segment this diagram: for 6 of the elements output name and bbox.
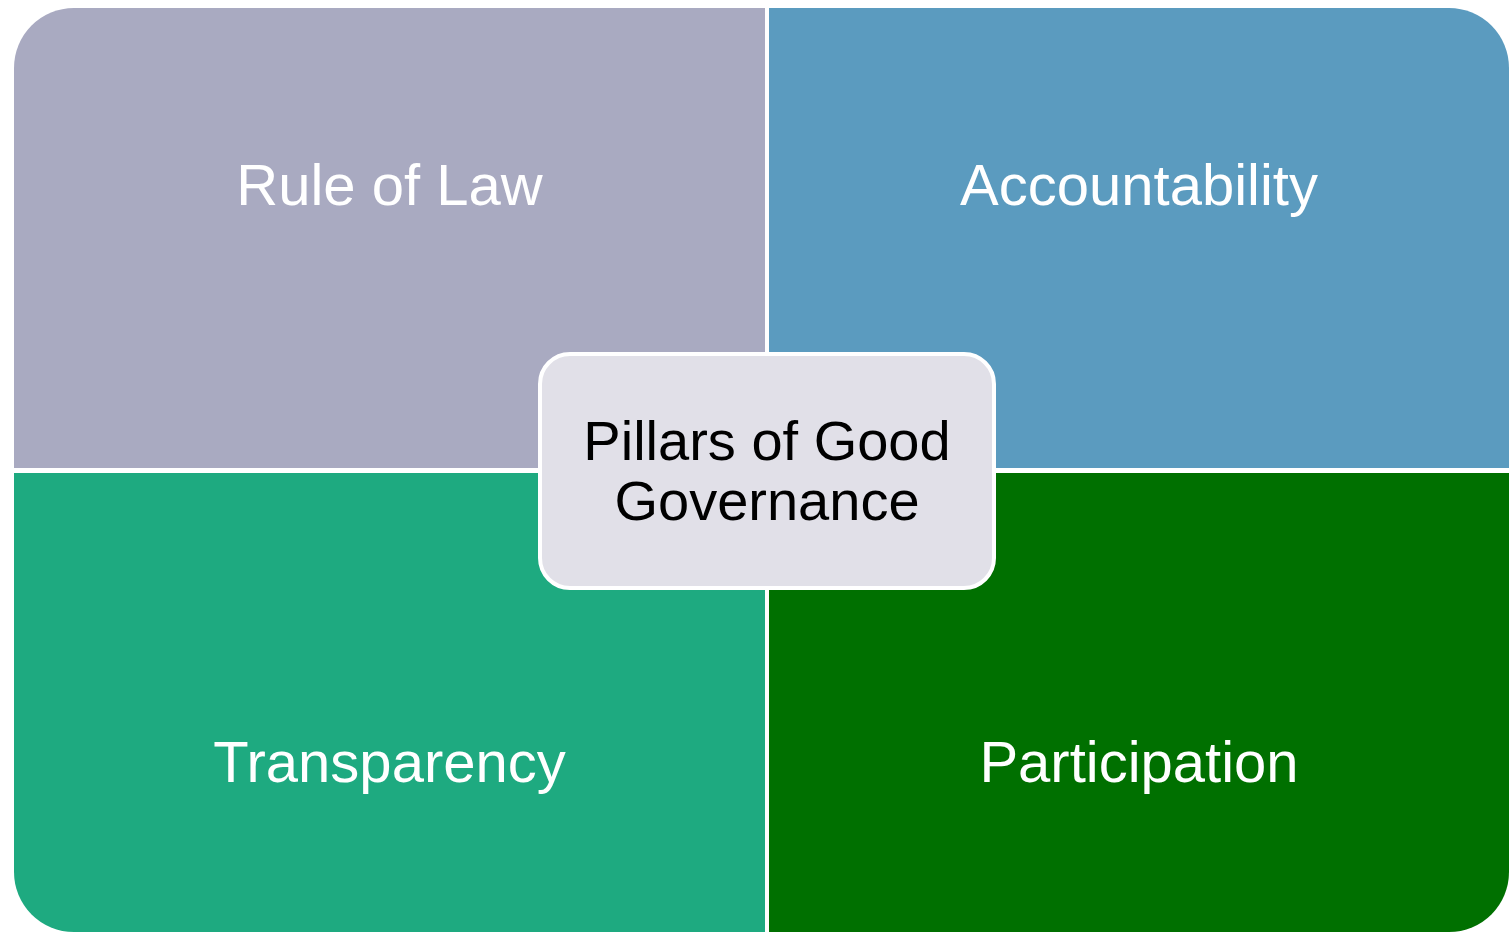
pillar-label: Rule of Law bbox=[235, 152, 544, 218]
pillar-label: Accountability bbox=[959, 152, 1319, 218]
center-box bbox=[538, 352, 996, 590]
pillar-label: Transparency bbox=[212, 729, 567, 795]
title-text: Pillars of Good Governance bbox=[582, 411, 952, 531]
pillar-label: Participation bbox=[978, 729, 1300, 795]
